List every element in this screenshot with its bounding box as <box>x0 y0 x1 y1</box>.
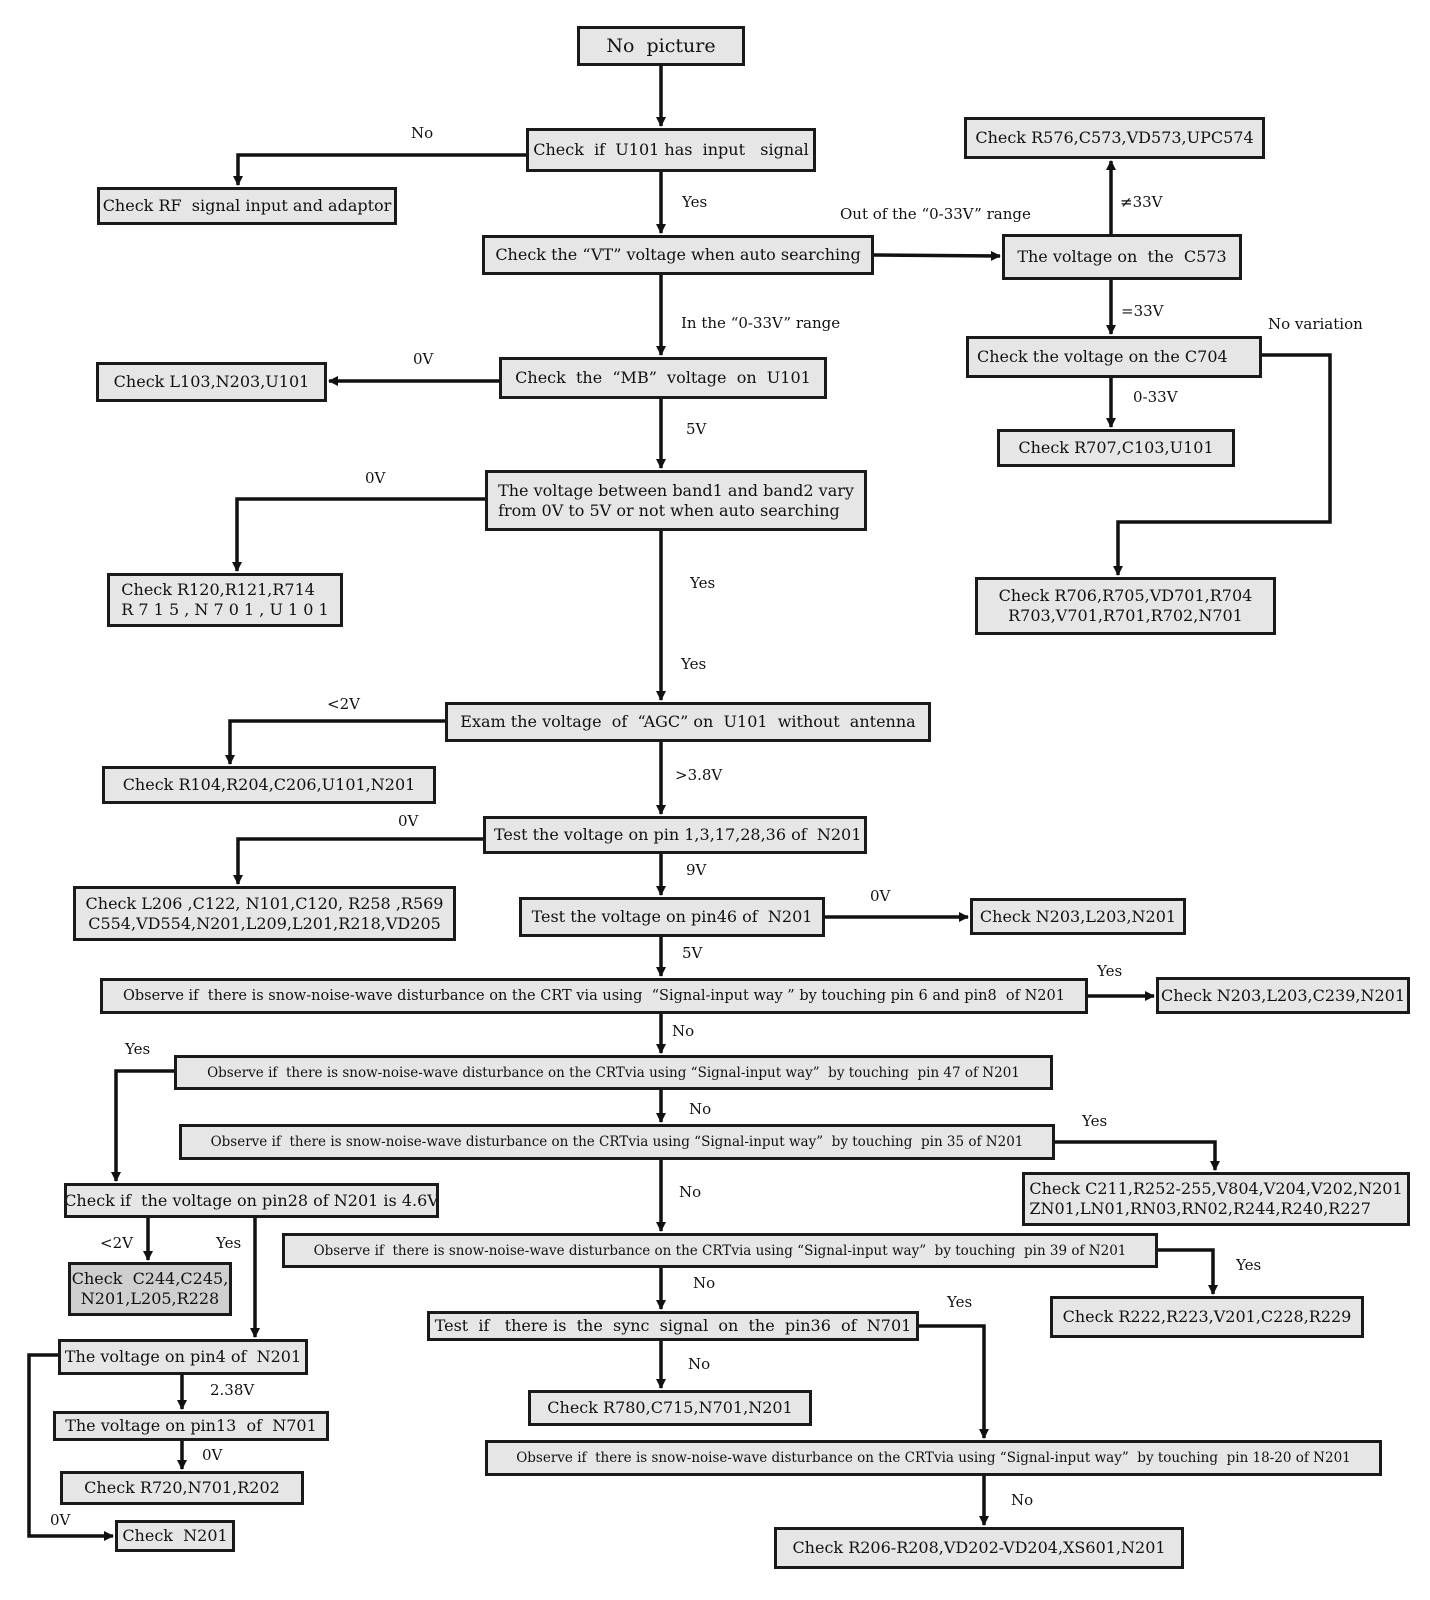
edge-label-5v: 5V <box>686 420 707 438</box>
edge-label-no: No <box>689 1100 712 1118</box>
node-check-n203-c239: Check N203,L203,C239,N201 <box>1156 977 1410 1014</box>
edge-label-0v: 0V <box>413 350 434 368</box>
edge-label-lt-2v: <2V <box>100 1234 133 1252</box>
node-test-sync-pin36: Test if there is the sync signal on the … <box>427 1311 919 1341</box>
edge-label-lt-2v: <2V <box>327 695 360 713</box>
edge-label-yes: Yes <box>1082 1112 1108 1130</box>
edge-label-0v: 0V <box>365 469 386 487</box>
edge-band-to-r120 <box>232 497 485 572</box>
edge-label-neq-33v: ≠33V <box>1120 193 1163 211</box>
node-voltage-pin13: The voltage on pin13 of N701 <box>53 1411 329 1441</box>
edge-label-no: No <box>688 1355 711 1373</box>
edge-pins-to-l206 <box>233 837 483 885</box>
edge-sync-to-pin1820 <box>919 1324 989 1439</box>
edge-label-no: No <box>679 1183 702 1201</box>
edge-label-9v: 9V <box>686 861 707 879</box>
edge-label-no: No <box>411 124 434 142</box>
node-test-pin46: Test the voltage on pin46 of N201 <box>519 897 825 937</box>
node-check-r720: Check R720,N701,R202 <box>60 1471 304 1505</box>
node-check-r707: Check R707,C103,U101 <box>997 429 1235 467</box>
edge-pin39-to-r222 <box>1158 1248 1218 1295</box>
edge-label-in-range: In the “0-33V” range <box>681 314 841 332</box>
edge-label-0v: 0V <box>50 1511 71 1529</box>
edge-label-no: No <box>693 1274 716 1292</box>
edge-label-yes: Yes <box>682 193 708 211</box>
node-check-pin28: Check if the voltage on pin28 of N201 is… <box>64 1183 439 1218</box>
edge-label-yes: Yes <box>947 1293 973 1311</box>
edge-label-eq-33v: =33V <box>1121 302 1164 320</box>
edge-label-yes: Yes <box>125 1040 151 1058</box>
node-no-picture: No picture <box>577 26 745 66</box>
edge-vt-to-c573 <box>873 250 1001 261</box>
node-observe-pin18-20: Observe if there is snow-noise-wave dist… <box>485 1440 1382 1476</box>
node-observe-pin6-pin8: Observe if there is snow-noise-wave dist… <box>100 978 1088 1014</box>
edge-label-gt-3-8v: >3.8V <box>675 766 723 784</box>
edge-label-out-of-range: Out of the “0-33V” range <box>840 205 1031 223</box>
node-observe-pin35: Observe if there is snow-noise-wave dist… <box>179 1124 1055 1160</box>
edge-label-no: No <box>1011 1491 1034 1509</box>
node-check-r104: Check R104,R204,C206,U101,N201 <box>102 766 436 804</box>
node-observe-pin47: Observe if there is snow-noise-wave dist… <box>174 1055 1053 1090</box>
node-check-l103: Check L103,N203,U101 <box>96 362 327 402</box>
edge-label-yes: Yes <box>690 574 716 592</box>
edge-label-2-38v: 2.38V <box>210 1381 255 1399</box>
edge-pin35-to-c211 <box>1055 1140 1220 1171</box>
edge-label-no: No <box>672 1022 695 1040</box>
node-check-c704: Check the voltage on the C704 <box>966 336 1262 378</box>
node-check-vt-voltage: Check the “VT” voltage when auto searchi… <box>482 235 874 275</box>
node-check-mb-voltage: Check the “MB” voltage on U101 <box>499 357 827 399</box>
edge-pin4-0v-to-n201 <box>27 1353 114 1541</box>
edge-input-no-rf <box>233 153 526 186</box>
node-test-pins-n201: Test the voltage on pin 1,3,17,28,36 of … <box>483 816 867 854</box>
edge-pin47-to-pin28 <box>111 1069 174 1182</box>
node-check-r780: Check R780,C715,N701,N201 <box>528 1390 812 1426</box>
node-check-u101-input: Check if U101 has input signal <box>526 128 816 172</box>
node-observe-pin39: Observe if there is snow-noise-wave dist… <box>282 1233 1158 1268</box>
edge-label-0-33v: 0-33V <box>1133 388 1178 406</box>
edge-label-yes: Yes <box>1097 962 1123 980</box>
edge-agc-to-r104 <box>225 719 445 765</box>
edge-label-0v: 0V <box>870 887 891 905</box>
node-check-r576: Check R576,C573,VD573,UPC574 <box>964 117 1265 159</box>
edge-label-yes: Yes <box>216 1234 242 1252</box>
node-check-n203-l203-n201: Check N203,L203,N201 <box>970 898 1186 935</box>
edge-label-5v: 5V <box>682 944 703 962</box>
edge-label-yes: Yes <box>681 655 707 673</box>
edge-label-yes: Yes <box>1236 1256 1262 1274</box>
node-band-voltage: The voltage between band1 and band2 vary… <box>485 470 867 531</box>
node-check-r222: Check R222,R223,V201,C228,R229 <box>1050 1296 1364 1338</box>
edge-label-no-variation: No variation <box>1268 315 1363 333</box>
node-check-rf-input: Check RF signal input and adaptor <box>97 187 397 225</box>
node-check-r206: Check R206-R208,VD202-VD204,XS601,N201 <box>774 1527 1184 1569</box>
edge-label-0v: 0V <box>398 812 419 830</box>
node-voltage-c573: The voltage on the C573 <box>1002 234 1242 280</box>
node-check-n201: Check N201 <box>115 1520 235 1552</box>
node-check-c244: Check C244,C245,N201,L205,R228 <box>68 1262 232 1316</box>
node-exam-agc: Exam the voltage of “AGC” on U101 withou… <box>445 702 931 742</box>
edge-label-0v: 0V <box>202 1446 223 1464</box>
node-voltage-pin4: The voltage on pin4 of N201 <box>58 1339 308 1375</box>
